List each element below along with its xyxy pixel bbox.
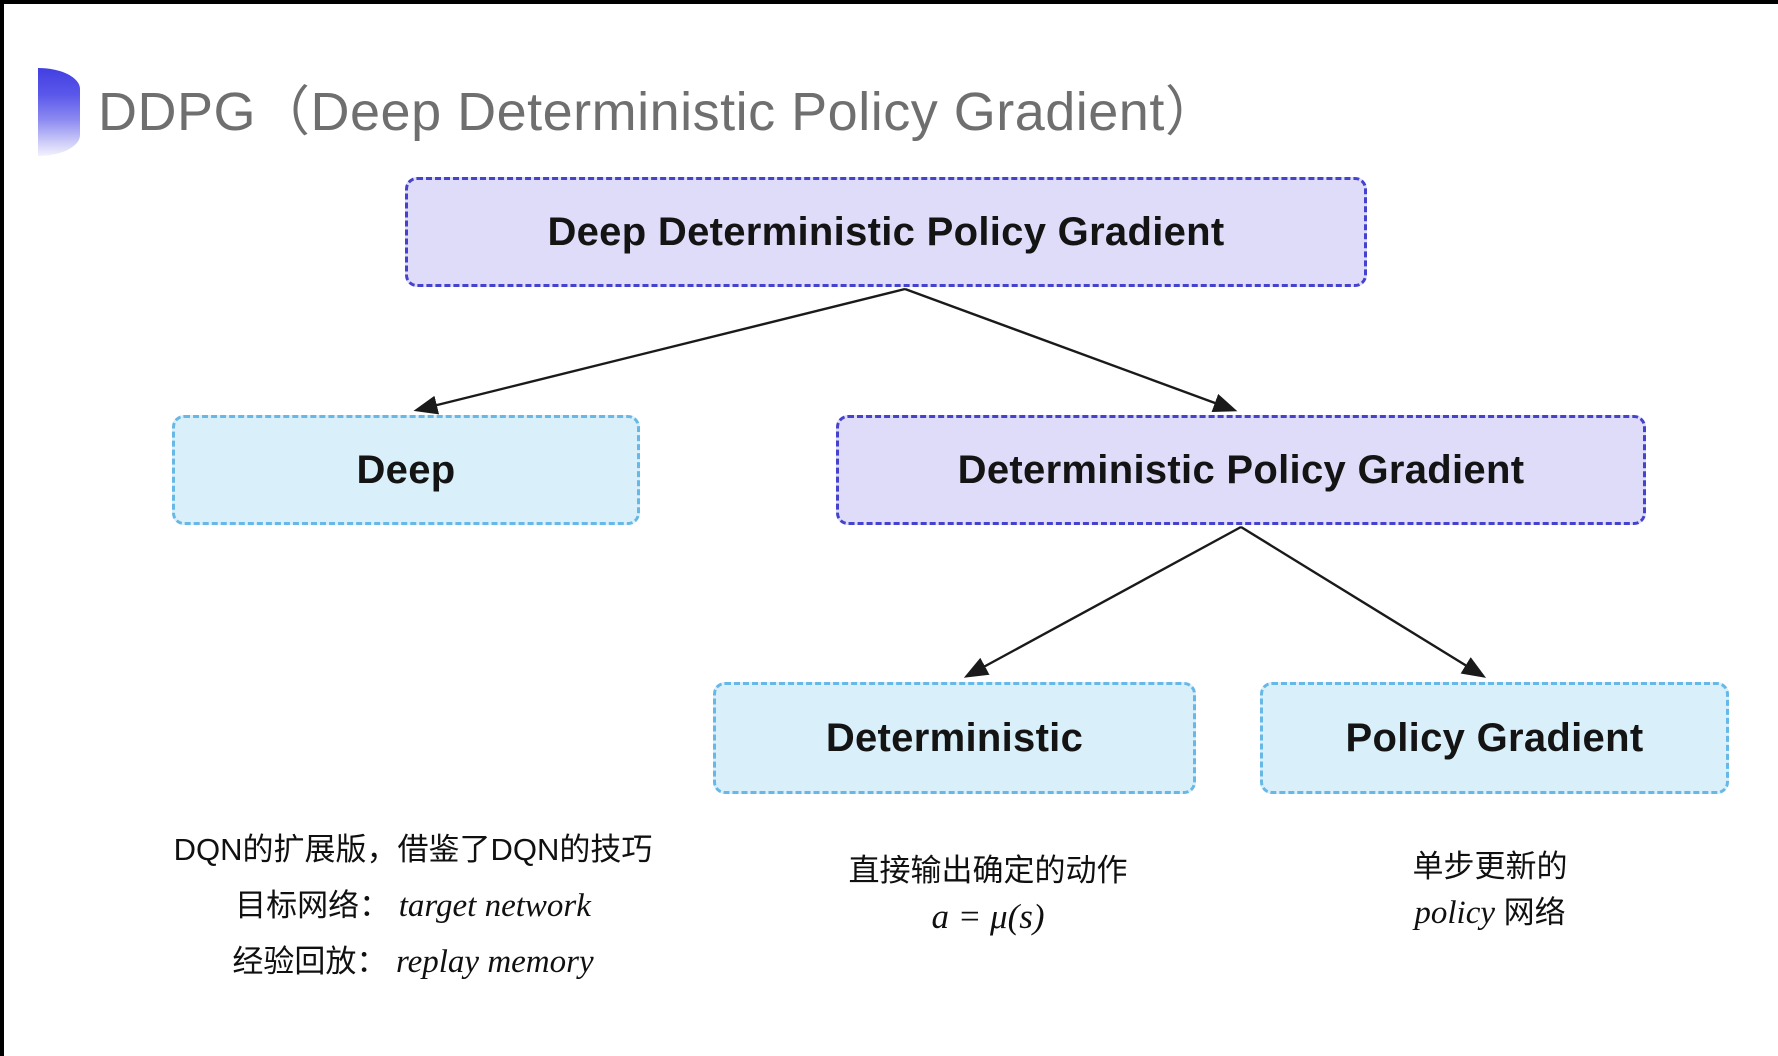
- top-edge-bar: [0, 0, 1778, 4]
- note-under-deterministic: 直接输出确定的动作 a = μ(s): [788, 848, 1188, 940]
- node-policy-gradient-label: Policy Gradient: [1345, 715, 1644, 760]
- arrow-dpg-to-policy: [1240, 525, 1487, 678]
- deterministic-note-line1: 直接输出确定的动作: [848, 853, 1128, 888]
- bullet-halfcircle-icon: [38, 68, 80, 156]
- node-deterministic: Deterministic: [713, 682, 1196, 794]
- deep-note-line3-label: 经验回放：: [232, 944, 388, 979]
- deep-note-line1: DQN的扩展版，借鉴了DQN的技巧: [173, 832, 653, 867]
- policy-note-line2-term: policy: [1414, 895, 1495, 931]
- arrow-root-to-deep: [413, 287, 906, 415]
- node-policy-gradient: Policy Gradient: [1260, 682, 1729, 794]
- node-deep: Deep: [172, 415, 640, 525]
- note-under-deep: DQN的扩展版，借鉴了DQN的技巧 目标网络： target network 经…: [113, 822, 713, 990]
- deep-note-line3: 经验回放： replay memory: [113, 934, 713, 990]
- arrow-root-to-dpg: [904, 287, 1238, 412]
- deterministic-note-formula: a = μ(s): [931, 897, 1045, 936]
- arrow-dpg-to-deterministic: [963, 525, 1242, 678]
- policy-note-line2: policy 网络: [1290, 890, 1690, 936]
- node-dpg-label: Deterministic Policy Gradient: [957, 447, 1525, 492]
- left-edge-bar: [0, 0, 4, 1056]
- deep-note-line2-term: target network: [398, 888, 591, 924]
- node-deterministic-policy-gradient: Deterministic Policy Gradient: [836, 415, 1646, 525]
- deep-note-line3-term: replay memory: [395, 944, 594, 980]
- node-root-label: Deep Deterministic Policy Gradient: [547, 209, 1225, 254]
- node-root-ddpg: Deep Deterministic Policy Gradient: [405, 177, 1367, 287]
- title-row: DDPG（Deep Deterministic Policy Gradient）: [38, 68, 1219, 156]
- policy-note-line1: 单步更新的: [1412, 849, 1568, 884]
- policy-note-line2-label: 网络: [1503, 895, 1566, 930]
- deep-note-line2-label: 目标网络：: [235, 888, 391, 923]
- deep-note-line2: 目标网络： target network: [113, 878, 713, 934]
- page-title: DDPG（Deep Deterministic Policy Gradient）: [98, 82, 1220, 142]
- node-deep-label: Deep: [356, 447, 456, 492]
- node-deterministic-label: Deterministic: [825, 715, 1084, 760]
- note-under-policy-gradient: 单步更新的 policy 网络: [1290, 844, 1690, 936]
